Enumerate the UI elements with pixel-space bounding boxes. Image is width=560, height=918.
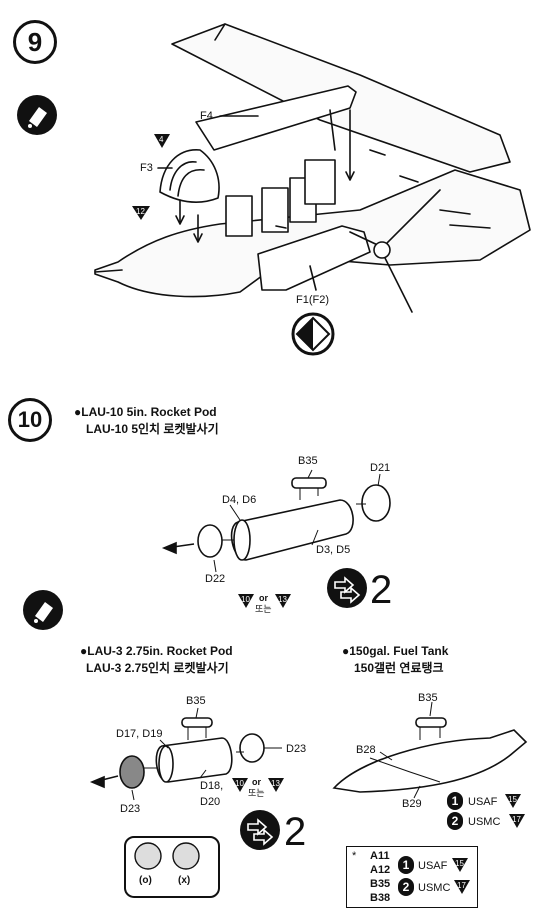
variant-marker-triangle <box>454 880 470 894</box>
lau10-part-d21: D21 <box>370 462 391 474</box>
variant-marker: 15 <box>455 859 464 868</box>
nose-option-box <box>124 836 220 898</box>
variant-marker: 15 <box>508 795 517 804</box>
step-number-10: 10 <box>8 398 52 442</box>
lau10-quantity: 2 <box>370 568 393 612</box>
parts-legend-box <box>346 846 478 908</box>
lau10-marker-13: 13 <box>278 595 287 604</box>
lau10-marker-10: 10 <box>241 595 250 604</box>
lau3-part-d17-d19: D17, D19 <box>116 728 163 740</box>
fuel-tank-variant-usmc: 2 USMC 17 <box>447 812 557 830</box>
lau3-title-ko: LAU-3 2.75인치 로켓발사기 <box>86 661 229 675</box>
step-number-9: 9 <box>13 20 57 64</box>
variant-label: USMC <box>418 882 451 894</box>
lau10-part-b35: B35 <box>298 455 318 467</box>
lau3-quantity: 2 <box>284 810 307 854</box>
lau3-title-en: ●LAU-3 2.75in. Rocket Pod <box>80 644 233 658</box>
variant-label: USAF <box>468 796 498 808</box>
lau10-part-d22: D22 <box>205 573 226 585</box>
lau3-quantity-icon <box>240 810 280 850</box>
legend-variant-usmc: 2 USMC 17 <box>398 878 474 896</box>
part-label-f3: F3 <box>140 162 153 174</box>
marker-4: 4 <box>159 135 164 144</box>
lau3-part-b35: B35 <box>186 695 206 707</box>
variant-number-badge: 1 <box>447 792 463 810</box>
marker-12: 12 <box>136 207 145 216</box>
fuel-tank-title-en: ●150gal. Fuel Tank <box>342 644 449 658</box>
lau3-part-d20: D20 <box>200 796 221 808</box>
fuel-tank-part-b35: B35 <box>418 692 438 704</box>
legend-variant-usaf: 1 USAF 15 <box>398 856 474 874</box>
fuel-tank-title-ko: 150갤런 연료탱크 <box>354 661 444 675</box>
lau10-quantity-icon <box>327 568 367 608</box>
variant-marker: 17 <box>457 881 466 890</box>
lau3-marker-10: 10 <box>235 779 244 788</box>
part-label-f1-f2: F1(F2) <box>296 294 329 306</box>
variant-marker-triangle <box>509 814 525 828</box>
fuel-tank-part-b28: B28 <box>356 744 376 756</box>
lau3-part-d18: D18, <box>200 780 224 792</box>
flip-over-icon <box>291 312 335 356</box>
glue-icon-2 <box>23 590 63 630</box>
variant-number-badge: 1 <box>398 856 414 874</box>
variant-marker: 17 <box>512 815 521 824</box>
lau10-part-d4-d6: D4, D6 <box>222 494 257 506</box>
variant-label: USAF <box>418 860 448 872</box>
option-o: (o) <box>139 875 152 886</box>
lau10-title-ko: LAU-10 5인치 로켓발사기 <box>86 422 219 436</box>
variant-label: USMC <box>468 816 501 828</box>
part-label-f4: F4 <box>200 110 213 122</box>
lau3-or: or <box>252 777 261 787</box>
lau10-part-d3-d5: D3, D5 <box>316 544 351 556</box>
lau3-or-ko: 또는 <box>248 788 265 798</box>
variant-marker-triangle <box>452 858 468 872</box>
variant-number-badge: 2 <box>398 878 414 896</box>
variant-marker-triangle <box>505 794 521 808</box>
lau10-or: or <box>259 593 268 603</box>
legend-part-a12: A12 <box>370 864 391 876</box>
lau3-marker-13: 13 <box>271 779 280 788</box>
legend-part-a11: A11 <box>370 850 390 862</box>
glue-icon <box>17 95 57 135</box>
lau10-or-ko: 또는 <box>255 604 272 614</box>
fuel-tank-variant-usaf: 1 USAF 15 <box>447 792 557 810</box>
fuel-tank-part-b29: B29 <box>402 798 422 810</box>
legend-part-b35: B35 <box>370 878 391 890</box>
lau10-title-en: ●LAU-10 5in. Rocket Pod <box>74 405 217 419</box>
variant-number-badge: 2 <box>447 812 463 830</box>
legend-part-b38: B38 <box>370 892 391 904</box>
option-x: (x) <box>178 875 191 886</box>
lau3-part-d23-right: D23 <box>286 743 307 755</box>
lau3-part-d23-left: D23 <box>120 803 141 815</box>
legend-star: * <box>352 850 357 862</box>
